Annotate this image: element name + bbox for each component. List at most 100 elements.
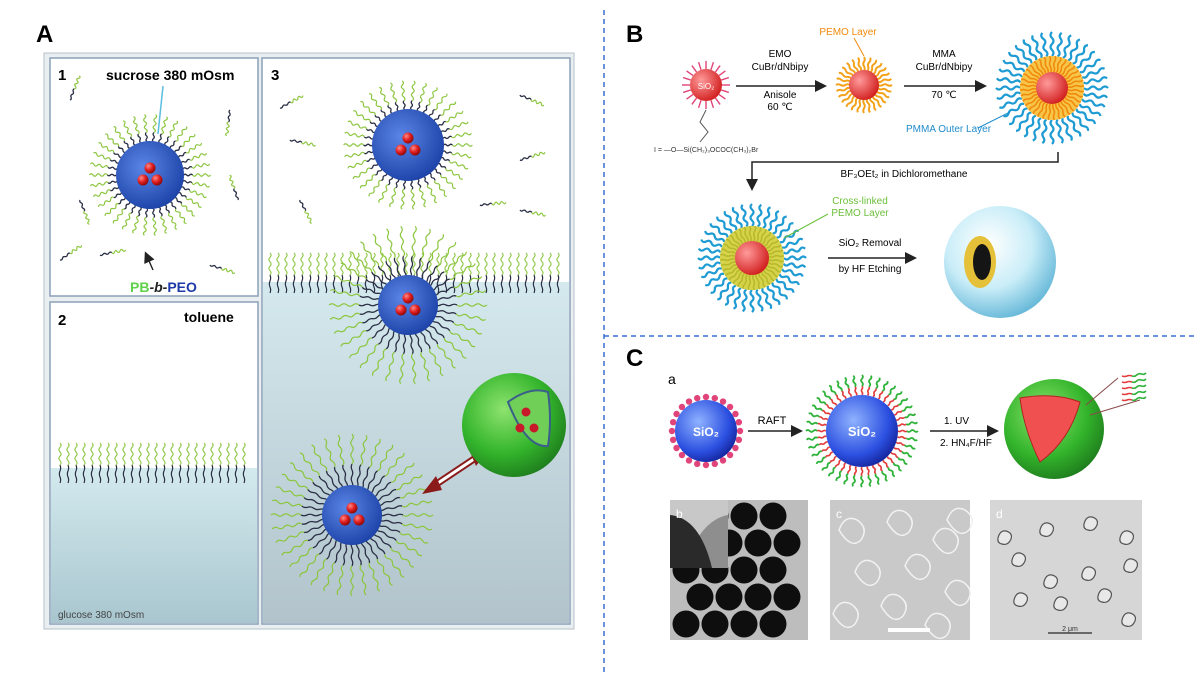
- pb-block: [233, 188, 239, 201]
- pemo-chain: [865, 98, 871, 114]
- scale-bar-c: [888, 628, 930, 632]
- pmma-chain: [749, 289, 755, 313]
- pb-block: [146, 464, 150, 484]
- pemo-chain: [862, 56, 866, 72]
- cargo-particle: [402, 292, 414, 304]
- inner-chain: [724, 266, 739, 277]
- peo-block: [191, 163, 211, 169]
- pb-block: [419, 260, 431, 282]
- pmma-chain: [740, 204, 749, 228]
- cargo-particle: [339, 514, 351, 526]
- peo-block: [468, 252, 472, 276]
- pb-block: [99, 251, 113, 257]
- outer-block: [881, 470, 888, 482]
- pb-block: [268, 274, 272, 294]
- pb-block: [138, 464, 142, 484]
- peo-block: [160, 215, 167, 234]
- outer-block: [860, 374, 864, 387]
- inner-block: [854, 385, 858, 396]
- peo-block: [168, 120, 179, 138]
- peo-block: [98, 442, 102, 466]
- pb-block: [289, 139, 303, 143]
- pb-block: [365, 470, 378, 493]
- peo-block: [388, 252, 392, 276]
- peo-block: [455, 313, 486, 321]
- initiator-strand: [721, 76, 730, 81]
- inner-chain: [732, 271, 743, 285]
- pb-block: [548, 274, 552, 294]
- pmma-chain: [1022, 39, 1038, 61]
- peo-block: [89, 181, 109, 187]
- pmma-chain: [731, 206, 743, 229]
- panel-a-label: A: [36, 21, 53, 48]
- inner-chain: [1054, 103, 1061, 120]
- peo-block: [340, 330, 367, 347]
- peo-block: [308, 252, 312, 276]
- sem-shells: [832, 507, 973, 640]
- core-pemo-particle: [849, 70, 879, 100]
- peo-block: [88, 173, 108, 177]
- peo-block: [121, 212, 132, 230]
- pmma-chain: [775, 278, 795, 293]
- zoom-outer: [1131, 384, 1147, 390]
- peo-block: [290, 95, 304, 104]
- outer-block: [901, 451, 913, 458]
- outer-block: [860, 475, 864, 488]
- peo-block: [372, 233, 387, 262]
- optical-capsule: [1081, 566, 1097, 582]
- peo-block: [360, 241, 380, 266]
- pb-block: [402, 255, 407, 279]
- pb-block: [122, 464, 126, 484]
- pb-block: [394, 330, 402, 353]
- peo-block: [194, 442, 198, 466]
- pb-block: [333, 467, 344, 490]
- outer-block: [887, 467, 896, 478]
- vesicle-cargo: [529, 423, 539, 433]
- pmma-chain: [998, 97, 1023, 109]
- uv-step: 1. UV: [944, 416, 969, 427]
- peo-block: [429, 234, 444, 262]
- pb-block: [66, 464, 70, 484]
- pmma-chain: [710, 277, 728, 294]
- peo-block: [399, 486, 429, 499]
- pmma-chain: [1062, 34, 1072, 59]
- cargo-particle: [151, 174, 163, 186]
- tem-sphere: [744, 583, 772, 611]
- initiator-strand: [682, 76, 691, 81]
- peo-block: [332, 252, 336, 276]
- optical-capsule: [997, 530, 1013, 546]
- peo-block: [386, 228, 396, 259]
- tem-sphere: [759, 556, 787, 584]
- peo-block: [399, 225, 406, 257]
- pb-block: [178, 464, 182, 484]
- tem-sphere: [759, 502, 787, 530]
- peo-block: [411, 225, 417, 257]
- peo-block: [289, 547, 313, 568]
- peo-block: [328, 303, 360, 307]
- pb-block: [460, 274, 464, 294]
- pb-block: [365, 278, 386, 292]
- outer-block: [868, 375, 873, 388]
- pb-block: [524, 274, 528, 294]
- peo-block: [449, 121, 469, 131]
- inner-chain: [720, 261, 736, 267]
- peo-block: [402, 513, 434, 517]
- pb-block: [430, 318, 451, 332]
- sem-shell: [924, 612, 951, 640]
- inner-chain: [1057, 102, 1066, 118]
- pmma-chain: [783, 255, 807, 261]
- pb-block: [114, 464, 118, 484]
- inner-chain: [765, 267, 779, 278]
- pb-block: [194, 464, 198, 484]
- peo-block: [300, 252, 304, 276]
- sio2-label-c1: SiO₂: [693, 425, 719, 439]
- pmma-chain: [1031, 34, 1043, 59]
- inner-block: [824, 451, 833, 458]
- peo-block: [82, 442, 86, 466]
- peo-block: [350, 433, 354, 465]
- pmma-chain: [1083, 85, 1109, 91]
- inner-block: [891, 404, 900, 411]
- inner-block: [895, 416, 906, 421]
- pb-block: [519, 94, 532, 100]
- peo-block: [349, 251, 373, 273]
